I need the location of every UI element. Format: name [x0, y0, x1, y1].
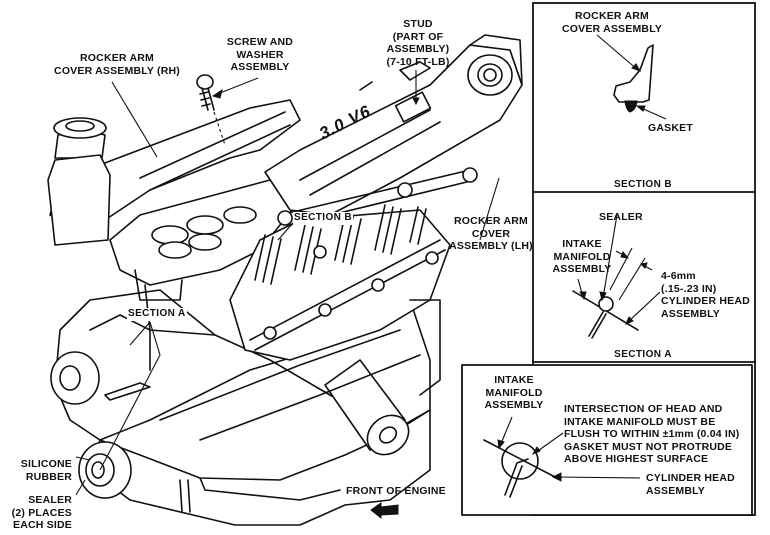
- label-line: SILICONE: [20, 458, 72, 470]
- label-line: INTAKE: [494, 374, 534, 386]
- label-line: ASSEMBLY: [230, 61, 290, 73]
- label-line: STUD: [403, 18, 433, 30]
- section-b-title: SECTION B: [613, 179, 673, 190]
- label-line: ASSEMBLY: [661, 307, 720, 320]
- inset-frames: [461, 2, 756, 516]
- label-line: INTAKE: [562, 238, 602, 250]
- section-a-label-dimension: 4-6mm(.15-.23 IN): [661, 270, 717, 295]
- label-line: COVER: [471, 227, 511, 240]
- label-line: EACH SIDE: [13, 519, 72, 531]
- label-line: ASSEMBLY (LH): [449, 240, 533, 252]
- flush-detail-drawing: [483, 416, 641, 498]
- callout-section-a: SECTION A: [127, 308, 187, 321]
- engine-illustration: [47, 34, 523, 526]
- label-line: COVER ASSEMBLY (RH): [54, 64, 180, 77]
- label-line: ASSEMBLY): [386, 43, 450, 55]
- label-line: (2) PLACES: [11, 506, 72, 519]
- label-line: ASSEMBLY: [552, 263, 612, 275]
- sealer-bead: [598, 296, 614, 312]
- leader-lines: [75, 70, 500, 496]
- label-line: (.15-.23 IN): [661, 282, 717, 295]
- note-line: FLUSH TO WITHIN ±1mm (0.04 IN): [564, 428, 740, 440]
- rocker-cover-profile: [613, 44, 654, 103]
- screw-head: [196, 74, 214, 90]
- cylinder-head-lh: [229, 209, 451, 361]
- label-line: ROCKER ARM: [575, 10, 649, 22]
- label-line: SEALER: [28, 494, 72, 506]
- section-a-label-sealer: SEALER: [599, 211, 643, 223]
- label-line: RUBBER: [25, 470, 72, 483]
- detail-circle: [501, 442, 539, 480]
- label-line: MANIFOLD: [485, 386, 543, 399]
- flush-detail-frame: [461, 364, 753, 516]
- front-arrow-icon: [370, 502, 399, 520]
- section-a-title: SECTION A: [614, 349, 672, 360]
- water-pump-pulley: [50, 351, 100, 405]
- note-line: GASKET MUST NOT PROTRUDE: [564, 440, 733, 453]
- label-line: (PART OF: [392, 30, 444, 43]
- label-line: CYLINDER HEAD: [646, 472, 735, 484]
- label-line: WASHER: [236, 48, 284, 61]
- oil-fill-boss: [467, 54, 513, 96]
- gasket-shape: [624, 100, 638, 113]
- label-line: ROCKER ARM: [454, 215, 528, 227]
- label-line: MANIFOLD: [553, 250, 611, 263]
- callout-section-b: SECTION B: [293, 212, 354, 225]
- label-line: ASSEMBLY: [484, 399, 544, 411]
- label-line: 4-6mm: [661, 270, 696, 282]
- label-line: COVER ASSEMBLY: [562, 22, 663, 35]
- section-b-label-gasket: GASKET: [648, 122, 693, 134]
- note-line: INTERSECTION OF HEAD AND: [564, 403, 723, 415]
- label-line: ROCKER ARM: [80, 52, 154, 64]
- note-line: ABOVE HIGHEST SURFACE: [564, 453, 709, 465]
- section-b-drawing: [596, 34, 667, 120]
- section-a-drawing: [572, 214, 661, 339]
- label-line: CYLINDER HEAD: [661, 295, 750, 307]
- label-line: (7-10 FT-LB): [386, 55, 450, 68]
- label-line: SCREW AND: [226, 36, 294, 48]
- label-line: ASSEMBLY: [646, 484, 705, 497]
- label-front-of-engine: FRONT OF ENGINE: [346, 485, 446, 497]
- note-line: INTAKE MANIFOLD MUST BE: [564, 415, 716, 428]
